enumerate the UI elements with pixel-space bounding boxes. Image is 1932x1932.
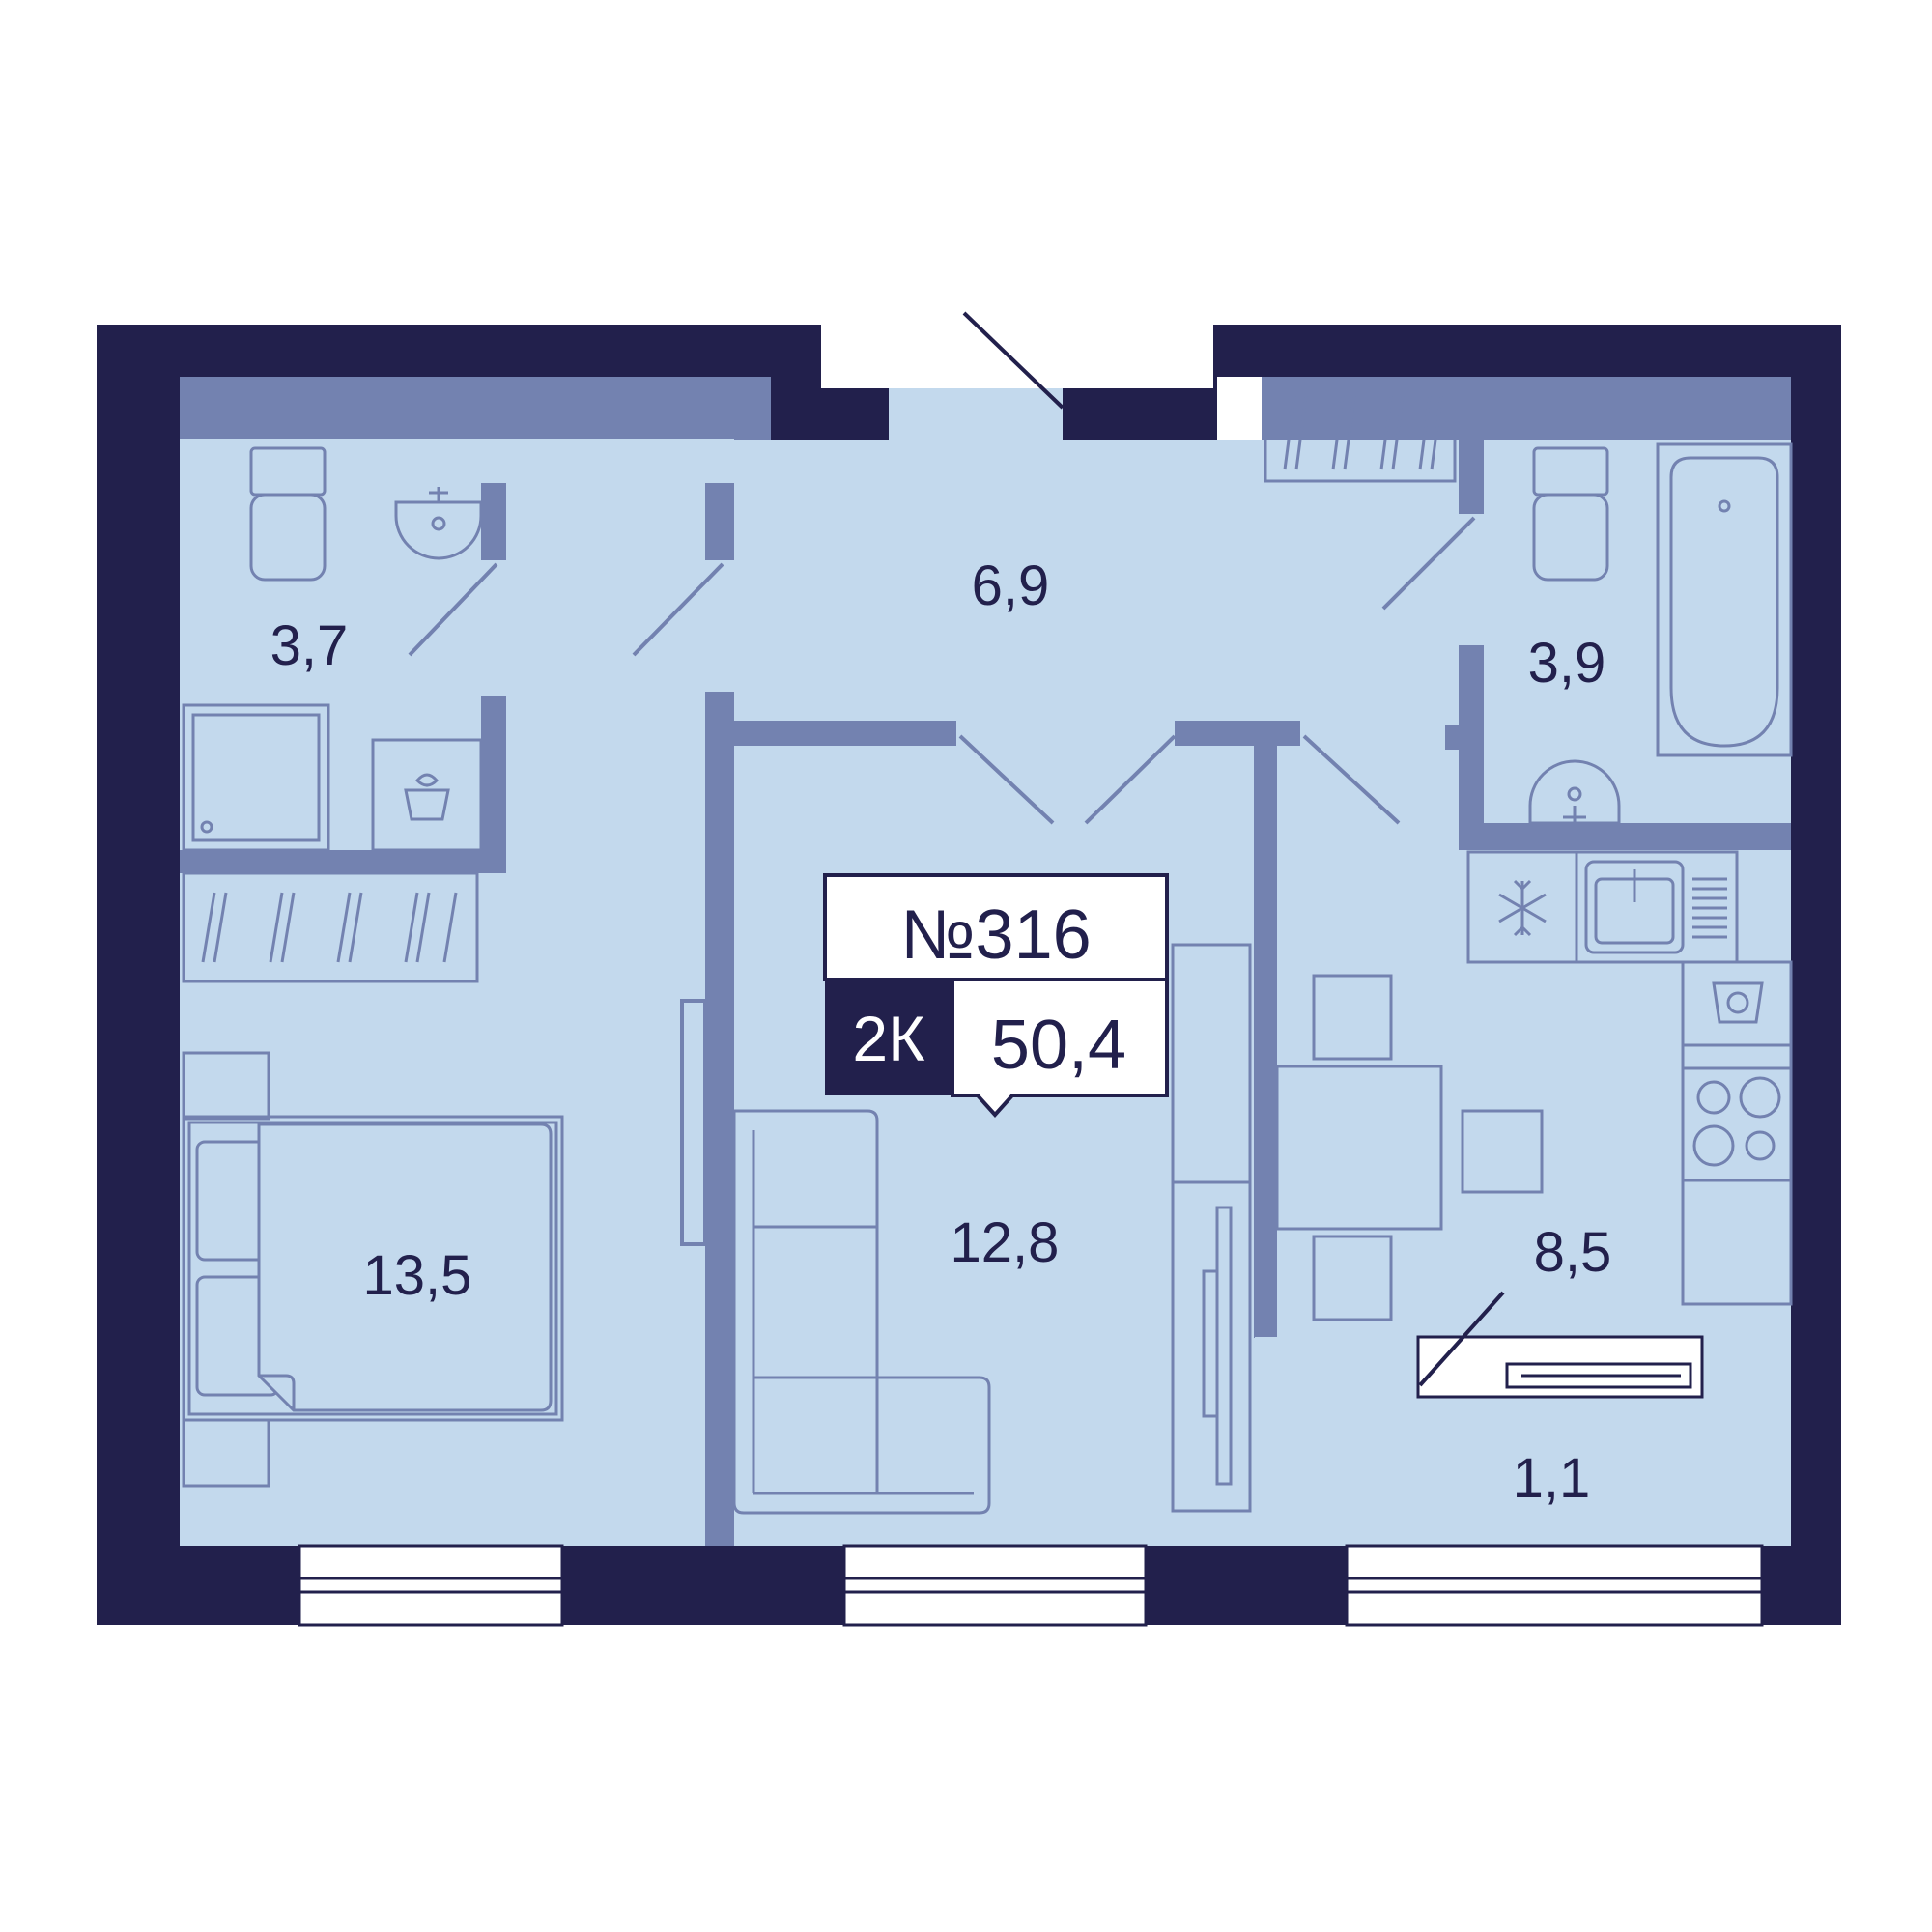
windows: [298, 1335, 1764, 1627]
area-hallway: 6,9: [972, 554, 1050, 617]
bathroom-left-fixtures: [182, 446, 483, 852]
room-labels: 3,7 6,9 3,9 13,5 12,8 8,5 1,1: [270, 554, 1612, 1510]
sink-icon: [394, 487, 483, 560]
area-bedroom: 13,5: [363, 1244, 472, 1307]
dining-table: [1275, 1065, 1443, 1231]
apartment-tag: №316 2К 50,4: [823, 873, 1169, 1118]
area-kitchen: 8,5: [1534, 1221, 1612, 1284]
apartment-number: №316: [900, 896, 1091, 974]
dining-furniture: [1275, 974, 1544, 1321]
bed-icon: [182, 1115, 564, 1422]
chair-right: [1461, 1109, 1544, 1194]
area-balcony: 1,1: [1513, 1447, 1591, 1510]
interior-door-swings: [408, 516, 1476, 1246]
toilet-icon: [249, 446, 327, 582]
kitchen-cabinet: [1681, 1179, 1793, 1306]
apartment-total-area: 50,4: [991, 1007, 1126, 1084]
window-living: [842, 1544, 1148, 1627]
window-bedroom: [298, 1544, 564, 1627]
area-living-room: 12,8: [951, 1211, 1060, 1274]
stove-icon: [1681, 1043, 1793, 1182]
area-bathroom-right: 3,9: [1528, 632, 1606, 695]
living-furniture: [732, 943, 1252, 1515]
balcony-door: [1416, 1335, 1704, 1399]
apartment-type: 2К: [852, 1003, 925, 1074]
sink-icon-right: [1528, 759, 1621, 825]
kitchen-fixtures: [1466, 850, 1793, 1306]
fridge-icon: [1466, 850, 1578, 964]
chair-bottom: [1312, 1235, 1393, 1321]
window-balcony: [1345, 1544, 1764, 1627]
area-bathroom-left: 3,7: [270, 614, 349, 677]
tv-cabinet-icon: [1171, 943, 1252, 1513]
chair-top: [1312, 974, 1393, 1061]
sofa-icon: [732, 1109, 991, 1515]
bedroom-furniture: [182, 1051, 564, 1488]
washing-machine-icon: [371, 738, 483, 852]
nightstand-top: [182, 1051, 270, 1121]
bathtub-icon: [1656, 442, 1793, 757]
kitchen-sink-icon: [1575, 850, 1739, 964]
bathroom-right-fixtures: [1528, 442, 1793, 825]
wardrobe-left: [182, 871, 479, 983]
door-swings: [962, 311, 1505, 1387]
toilet-icon-right: [1532, 446, 1609, 582]
shower-tray-icon: [182, 703, 330, 852]
wardrobe-hallway: [1264, 381, 1457, 483]
